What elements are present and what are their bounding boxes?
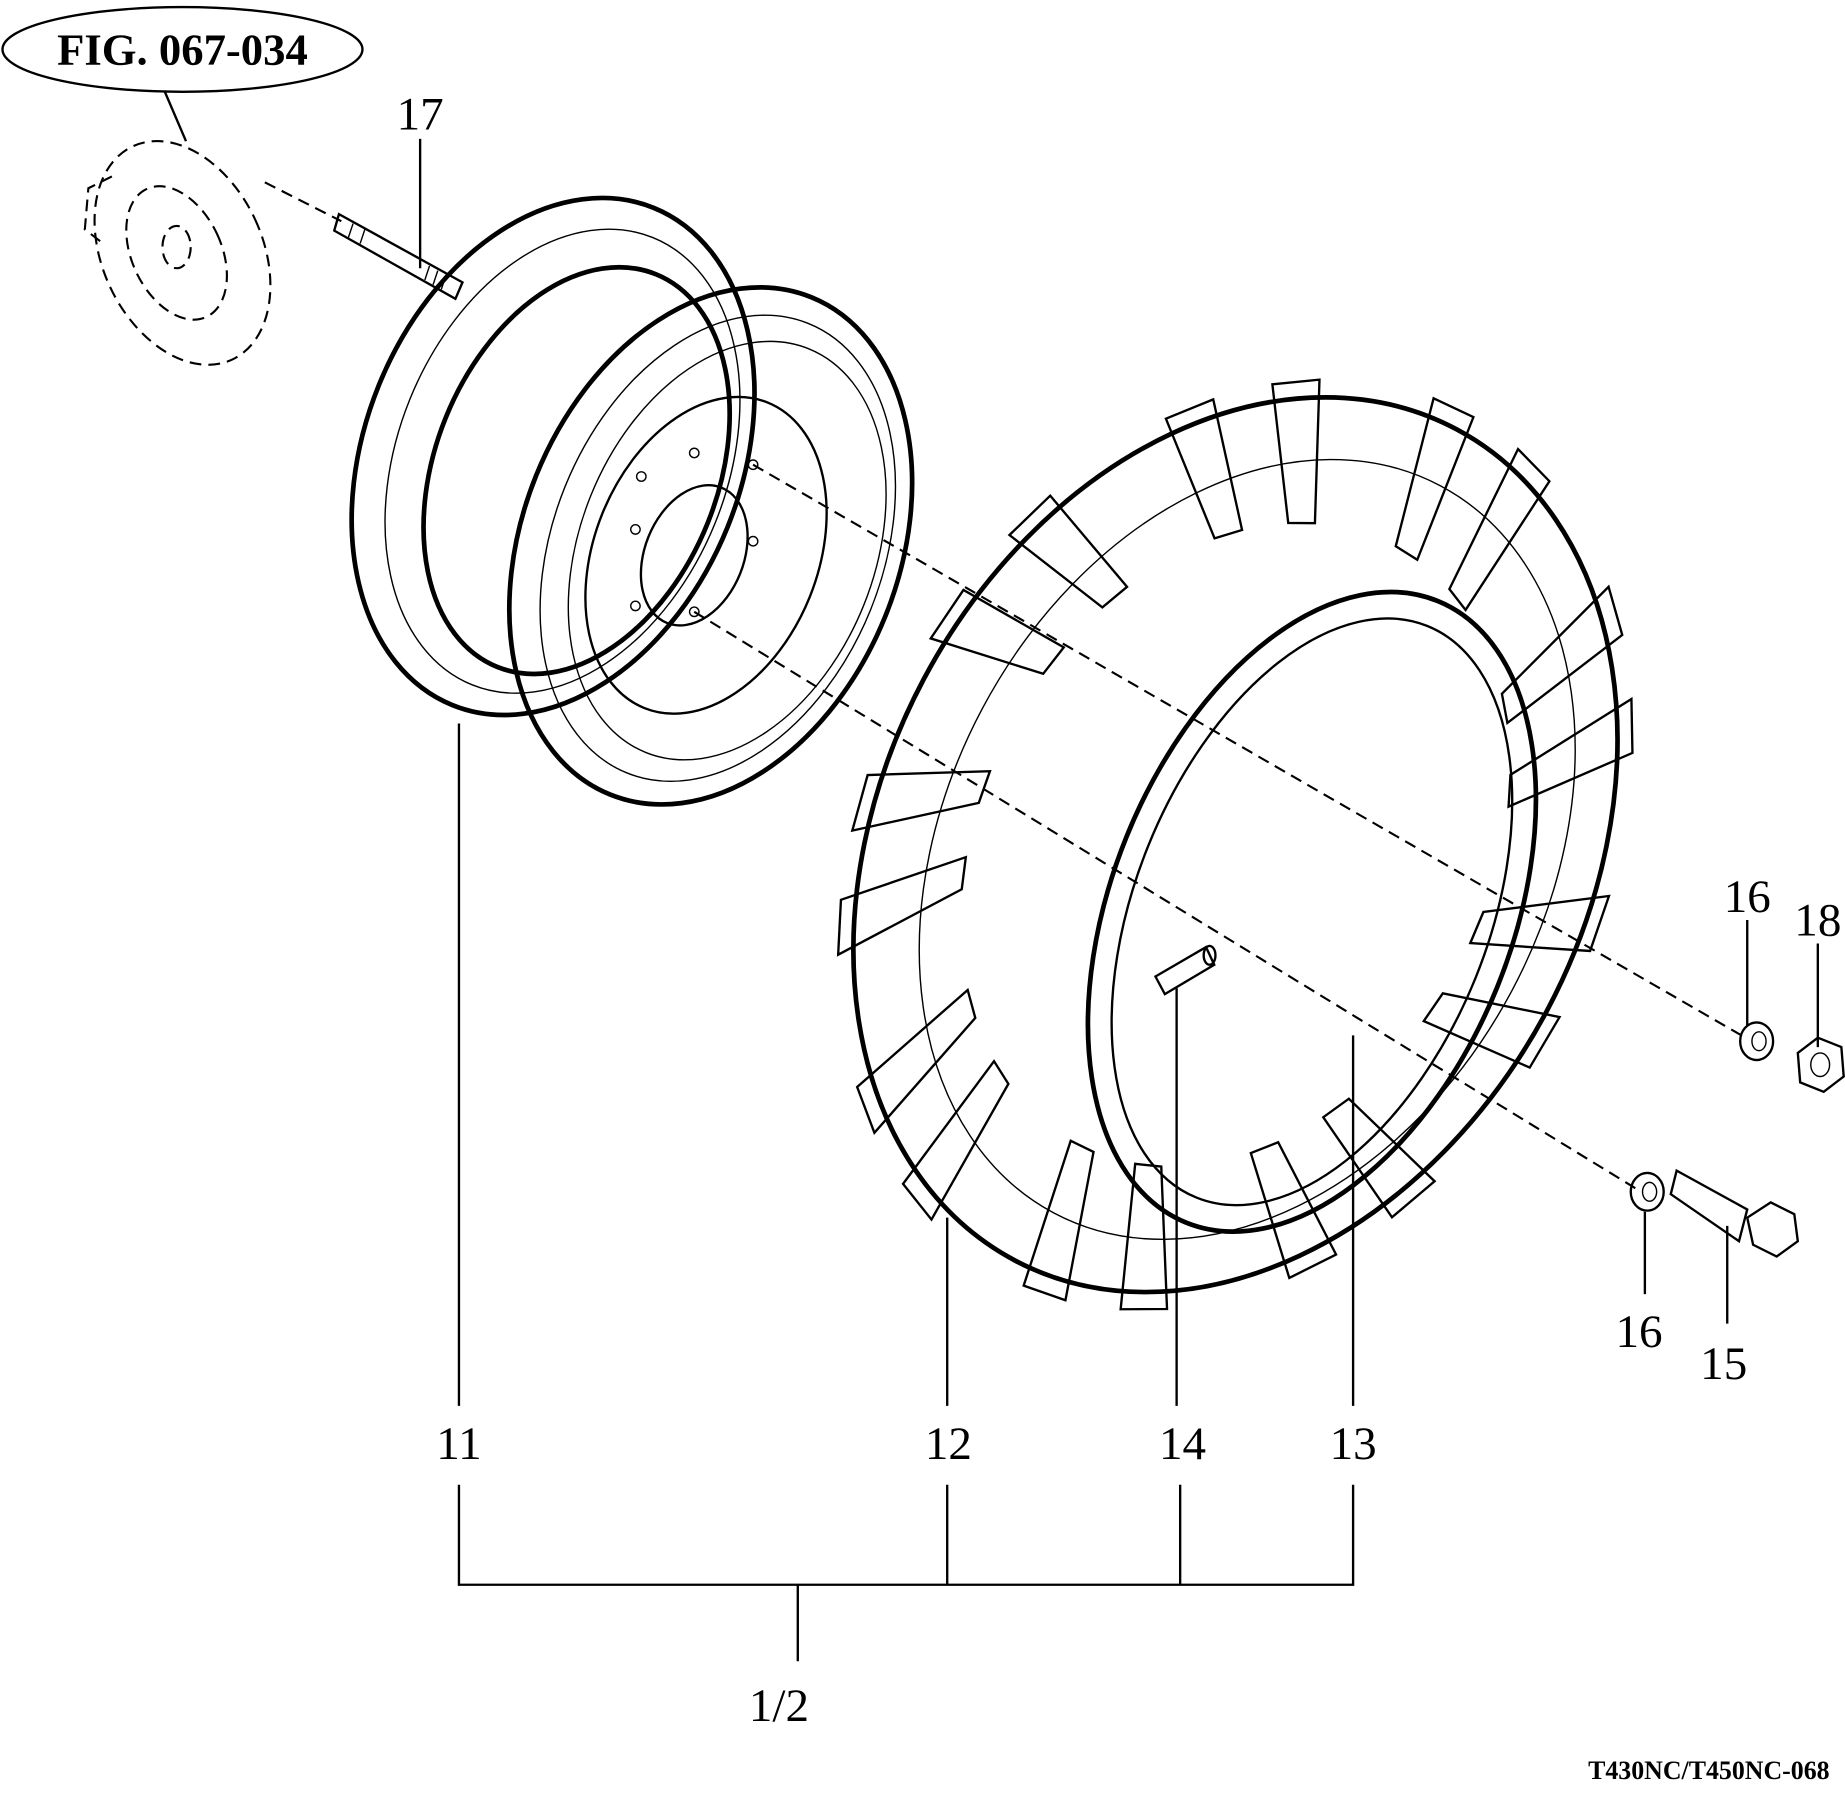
callout-11: 11 <box>436 1418 481 1470</box>
nut <box>1796 1036 1845 1094</box>
tire <box>836 378 1634 1311</box>
washer-upper <box>1738 1021 1775 1062</box>
tread-lug <box>1468 894 1611 953</box>
callout-17: 17 <box>397 88 444 140</box>
tread-lug <box>901 1059 1010 1222</box>
tread-lug <box>836 855 968 957</box>
stud-bolt <box>332 212 464 301</box>
drawing-code: T430NC/T450NC-068 <box>1588 1756 1830 1785</box>
figure-reference-label[interactable]: FIG. 067-034 <box>1 5 364 93</box>
axis-line <box>264 181 342 223</box>
tread-lug <box>1271 378 1321 525</box>
tread-lug <box>1119 1162 1169 1311</box>
callout-16-upper: 16 <box>1724 871 1771 923</box>
axis-line <box>693 610 1637 1190</box>
callout-assembly: 1/2 <box>749 1680 809 1732</box>
tread-lug <box>1321 1097 1437 1220</box>
bolt <box>1669 1168 1800 1258</box>
callout-15: 15 <box>1700 1338 1747 1390</box>
tread-lug <box>928 588 1066 676</box>
tread-lug <box>1421 992 1562 1070</box>
figure-reference-text: FIG. 067-034 <box>57 25 308 75</box>
valve-stem <box>1153 944 1217 996</box>
wheel-rim <box>349 195 915 807</box>
callout-16-lower: 16 <box>1615 1306 1662 1358</box>
callout-18: 18 <box>1794 894 1841 946</box>
tread-lug <box>1164 397 1244 540</box>
axis-line <box>752 463 1742 1037</box>
callout-13: 13 <box>1330 1418 1377 1470</box>
tread-lug <box>1249 1140 1338 1280</box>
hub-reference <box>83 140 272 366</box>
washer-lower <box>1629 1171 1665 1212</box>
tread-lug <box>1394 396 1475 562</box>
tread-lug <box>1022 1139 1095 1302</box>
tread-lug <box>1448 447 1551 612</box>
callout-14: 14 <box>1159 1418 1206 1470</box>
tread-lug <box>1007 493 1129 609</box>
leader-line <box>163 91 188 142</box>
callout-leaders <box>418 138 1819 1662</box>
callout-12: 12 <box>925 1418 972 1470</box>
tread-lug <box>1507 696 1634 809</box>
tread-lug <box>850 769 992 833</box>
tread-lug <box>1500 584 1624 726</box>
tread-lug <box>855 987 977 1136</box>
